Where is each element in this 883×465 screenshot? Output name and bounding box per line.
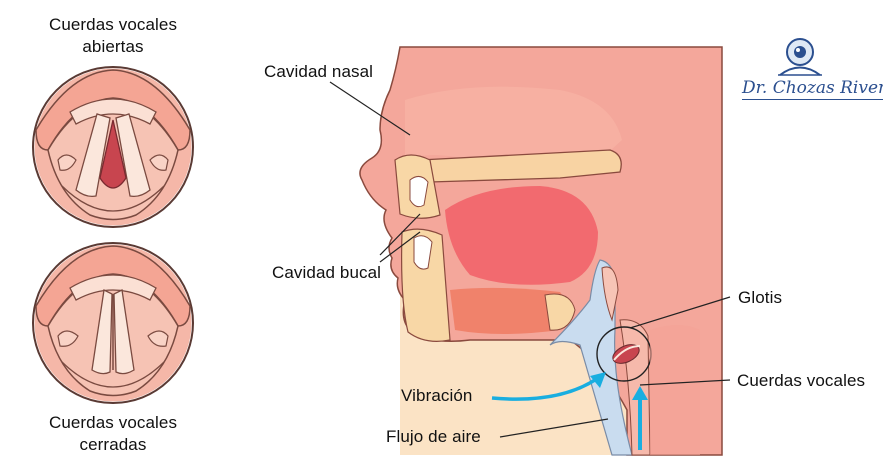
- label-vocal-cords: Cuerdas vocales: [737, 371, 866, 390]
- closed-vocal-cords-title: Cuerdas vocales cerradas: [33, 412, 193, 456]
- label-vibration: Vibración: [401, 386, 473, 405]
- open-vocal-cords-title: Cuerdas vocales abiertas: [33, 14, 193, 58]
- logo-eye-icon: [778, 38, 822, 76]
- open-title-line1: Cuerdas vocales: [48, 15, 178, 34]
- label-glottis: Glotis: [738, 288, 783, 307]
- open-title-line2: abiertas: [82, 37, 144, 56]
- leader-lines: [329, 81, 731, 438]
- closed-title-line2: cerradas: [79, 435, 147, 454]
- airflow-arrows: [491, 372, 648, 450]
- label-nasal-cavity: Cavidad nasal: [264, 62, 374, 81]
- closed-title-line1: Cuerdas vocales: [48, 413, 178, 432]
- label-oral-cavity: Cavidad bucal: [272, 263, 382, 282]
- closed-vocal-cords-illustration: [31, 241, 195, 405]
- label-airflow: Flujo de aire: [386, 427, 481, 446]
- logo-text: Dr. Chozas Rivera: [742, 78, 883, 100]
- open-vocal-cords-illustration: [31, 65, 195, 229]
- head-cross-section: [359, 46, 723, 456]
